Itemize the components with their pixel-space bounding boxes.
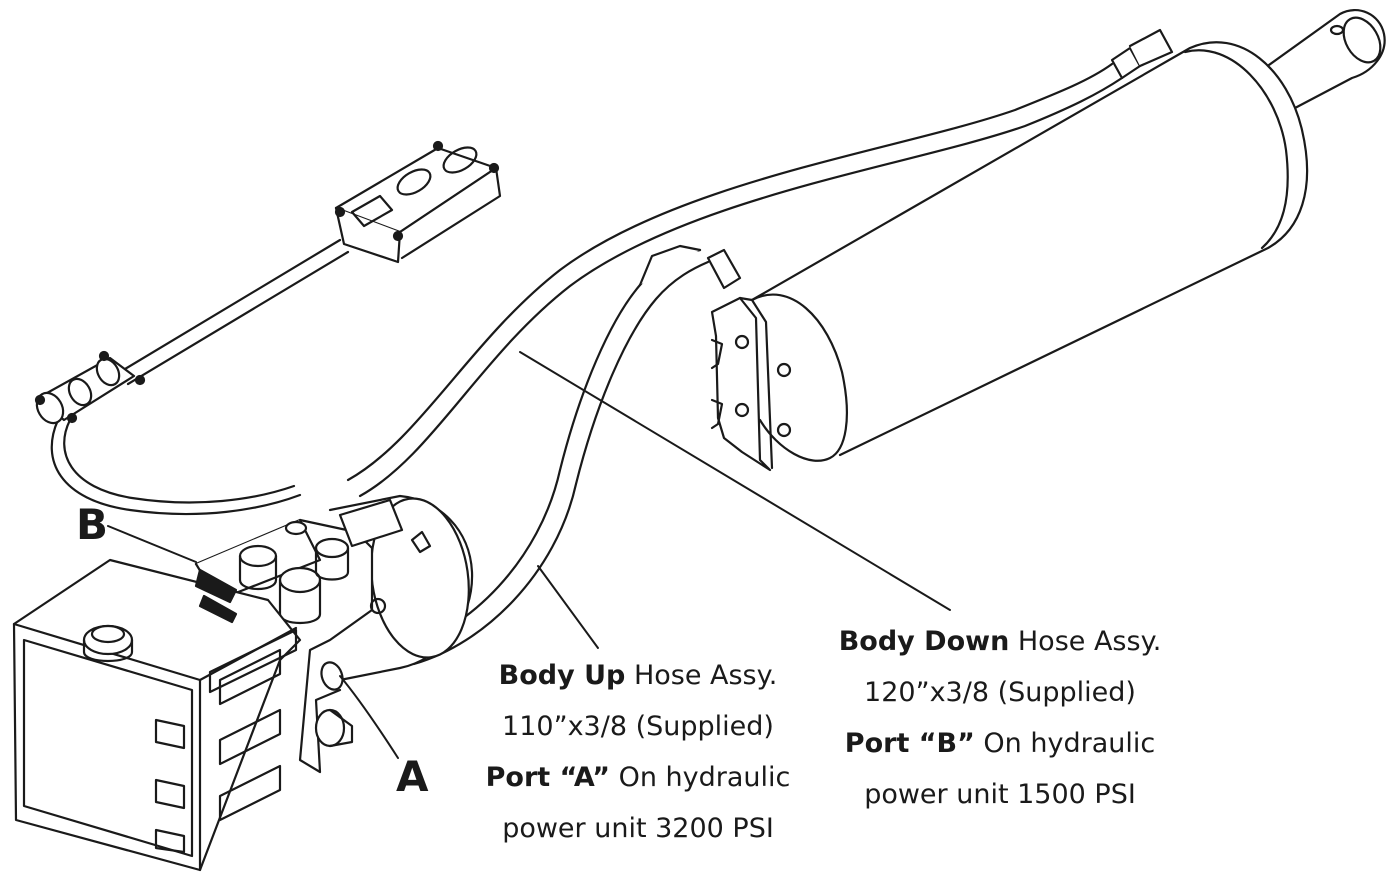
body-up-pressure: power unit 3200 PSI	[502, 813, 774, 844]
body-up-port: Port “A”	[485, 762, 610, 793]
body-up-label: Body Up Hose Assy. 110”x3/8 (Supplied) P…	[468, 650, 808, 854]
body-up-port-rest: On hydraulic	[610, 762, 791, 793]
inline-connector	[34, 350, 146, 425]
body-down-port: Port “B”	[844, 728, 975, 759]
leader-line-b	[107, 525, 197, 563]
leader-line-body-up	[537, 565, 599, 649]
hydraulic-cylinder	[706, 9, 1386, 472]
body-down-pressure: power unit 1500 PSI	[864, 779, 1136, 810]
hose-body-up	[398, 244, 710, 666]
body-up-title: Body Up	[498, 660, 626, 691]
body-up-title-rest: Hose Assy.	[625, 660, 778, 691]
body-down-port-rest: On hydraulic	[974, 728, 1156, 759]
body-down-size: 120”x3/8 (Supplied)	[864, 677, 1136, 708]
hose-body-down	[346, 62, 1124, 498]
port-a-letter: A	[396, 752, 429, 801]
leader-lines	[107, 351, 951, 759]
port-b-letter: B	[76, 500, 109, 549]
leader-line-a	[339, 675, 399, 759]
body-down-label: Body Down Hose Assy. 120”x3/8 (Supplied)…	[820, 616, 1180, 820]
body-up-size: 110”x3/8 (Supplied)	[502, 711, 774, 742]
hydraulic-power-unit	[12, 494, 474, 872]
pendant-cable	[50, 238, 350, 516]
pendant-remote	[334, 140, 502, 264]
leader-line-body-down	[519, 351, 951, 611]
body-down-title: Body Down	[838, 626, 1010, 657]
body-down-title-rest: Hose Assy.	[1009, 626, 1162, 657]
